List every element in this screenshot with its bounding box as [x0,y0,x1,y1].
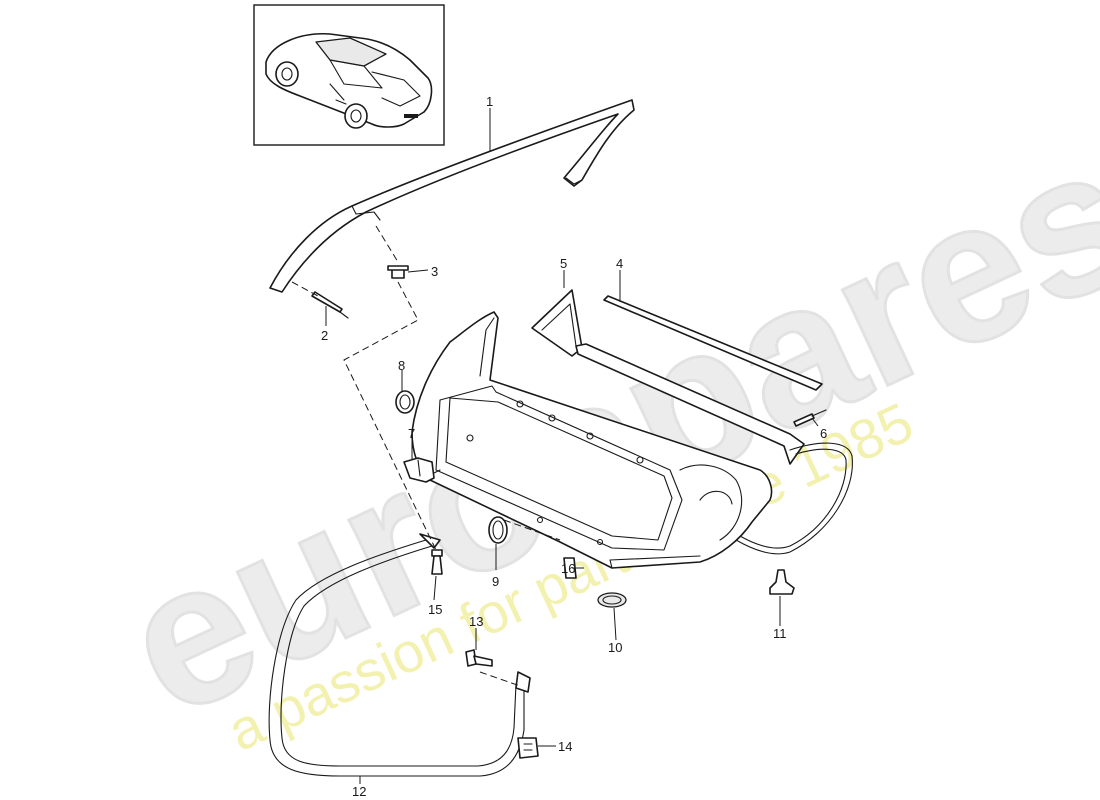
callout-8: 8 [398,358,405,373]
car-convertible-icon [265,33,433,129]
part-plug-10 [597,592,627,608]
part-door-seal-right [735,442,853,555]
part-plug-8 [395,390,415,414]
callout-2: 2 [321,328,328,343]
part-fastener-11 [769,569,795,595]
part-screw-15 [431,549,443,575]
thumbnail-box [253,4,445,146]
callout-11: 11 [773,626,787,641]
part-bracket-7 [403,457,435,483]
part-window-seal [603,295,823,391]
callout-14: 14 [558,739,572,754]
part-pin-6 [793,409,827,427]
assembly-dashed-lines [291,225,561,687]
callout-7: 7 [408,426,415,441]
part-clip-3 [387,265,409,279]
callout-5: 5 [560,256,567,271]
part-mirror-triangle [531,289,583,357]
part-clip-16 [563,557,577,579]
part-pushpin-13 [465,649,493,667]
callout-3: 3 [431,264,438,279]
part-door-seal-12 [268,533,531,777]
callout-12: 12 [352,784,366,799]
part-clip-14 [517,737,539,759]
callout-1: 1 [486,94,493,109]
part-windshield-trim [269,99,635,293]
callouts: 1 2 3 4 5 6 7 8 9 10 11 12 13 14 15 16 [321,94,827,799]
callout-15: 15 [428,602,442,617]
leader-lines [325,108,819,784]
callout-4: 4 [616,256,623,271]
callout-13: 13 [469,614,483,629]
callout-16: 16 [561,561,575,576]
callout-10: 10 [608,640,622,655]
part-plug-9 [488,516,508,544]
callout-9: 9 [492,574,499,589]
callout-6: 6 [820,426,827,441]
